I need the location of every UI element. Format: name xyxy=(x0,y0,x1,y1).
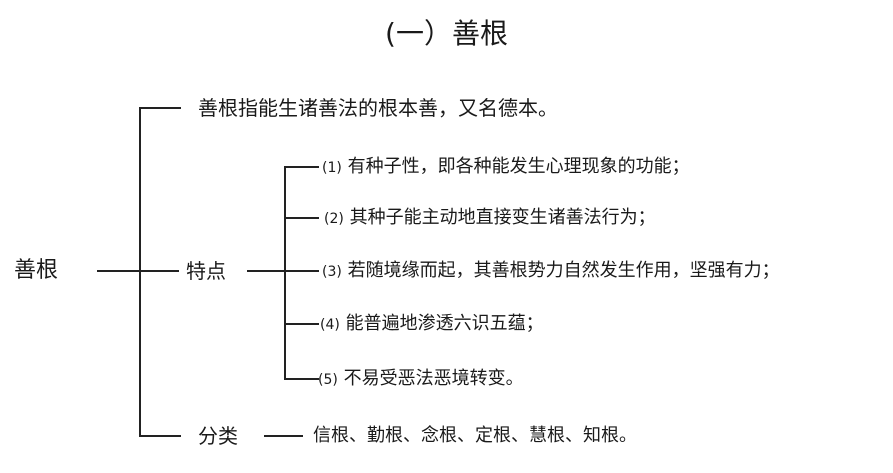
feature-num: (3) xyxy=(322,264,342,280)
feature-text: 能普遍地渗透六识五蕴； xyxy=(345,313,544,334)
definition-text: 善根指能生诸善法的根本善，又名德本。 xyxy=(198,96,558,120)
diagram-title: (一）善根 xyxy=(385,17,508,50)
feature-item-2: (2) 其种子能主动地直接变生诸善法行为； xyxy=(324,209,656,227)
classification-label: 分类 xyxy=(198,424,238,448)
feature-num: (4) xyxy=(320,317,340,333)
feature-text: 不易受恶法恶境转变。 xyxy=(343,368,524,389)
root-node: 善根 xyxy=(14,258,59,283)
feature-text: 其种子能主动地直接变生诸善法行为； xyxy=(349,207,656,228)
feature-item-1: (1) 有种子性，即各种能发生心理现象的功能； xyxy=(322,158,690,176)
feature-num: (2) xyxy=(324,211,344,227)
feature-text: 有种子性，即各种能发生心理现象的功能； xyxy=(347,156,690,177)
feature-num: (5) xyxy=(318,372,338,388)
feature-num: (1) xyxy=(322,160,342,176)
classification-text: 信根、勤根、念根、定根、慧根、知根。 xyxy=(313,425,637,446)
feature-item-3: (3) 若随境缘而起，其善根势力自然发生作用，坚强有力； xyxy=(322,262,780,280)
features-label: 特点 xyxy=(186,259,226,283)
feature-item-5: (5) 不易受恶法恶境转变。 xyxy=(318,370,524,388)
feature-text: 若随境缘而起，其善根势力自然发生作用，坚强有力； xyxy=(347,260,780,281)
feature-item-4: (4) 能普遍地渗透六识五蕴； xyxy=(320,315,544,333)
